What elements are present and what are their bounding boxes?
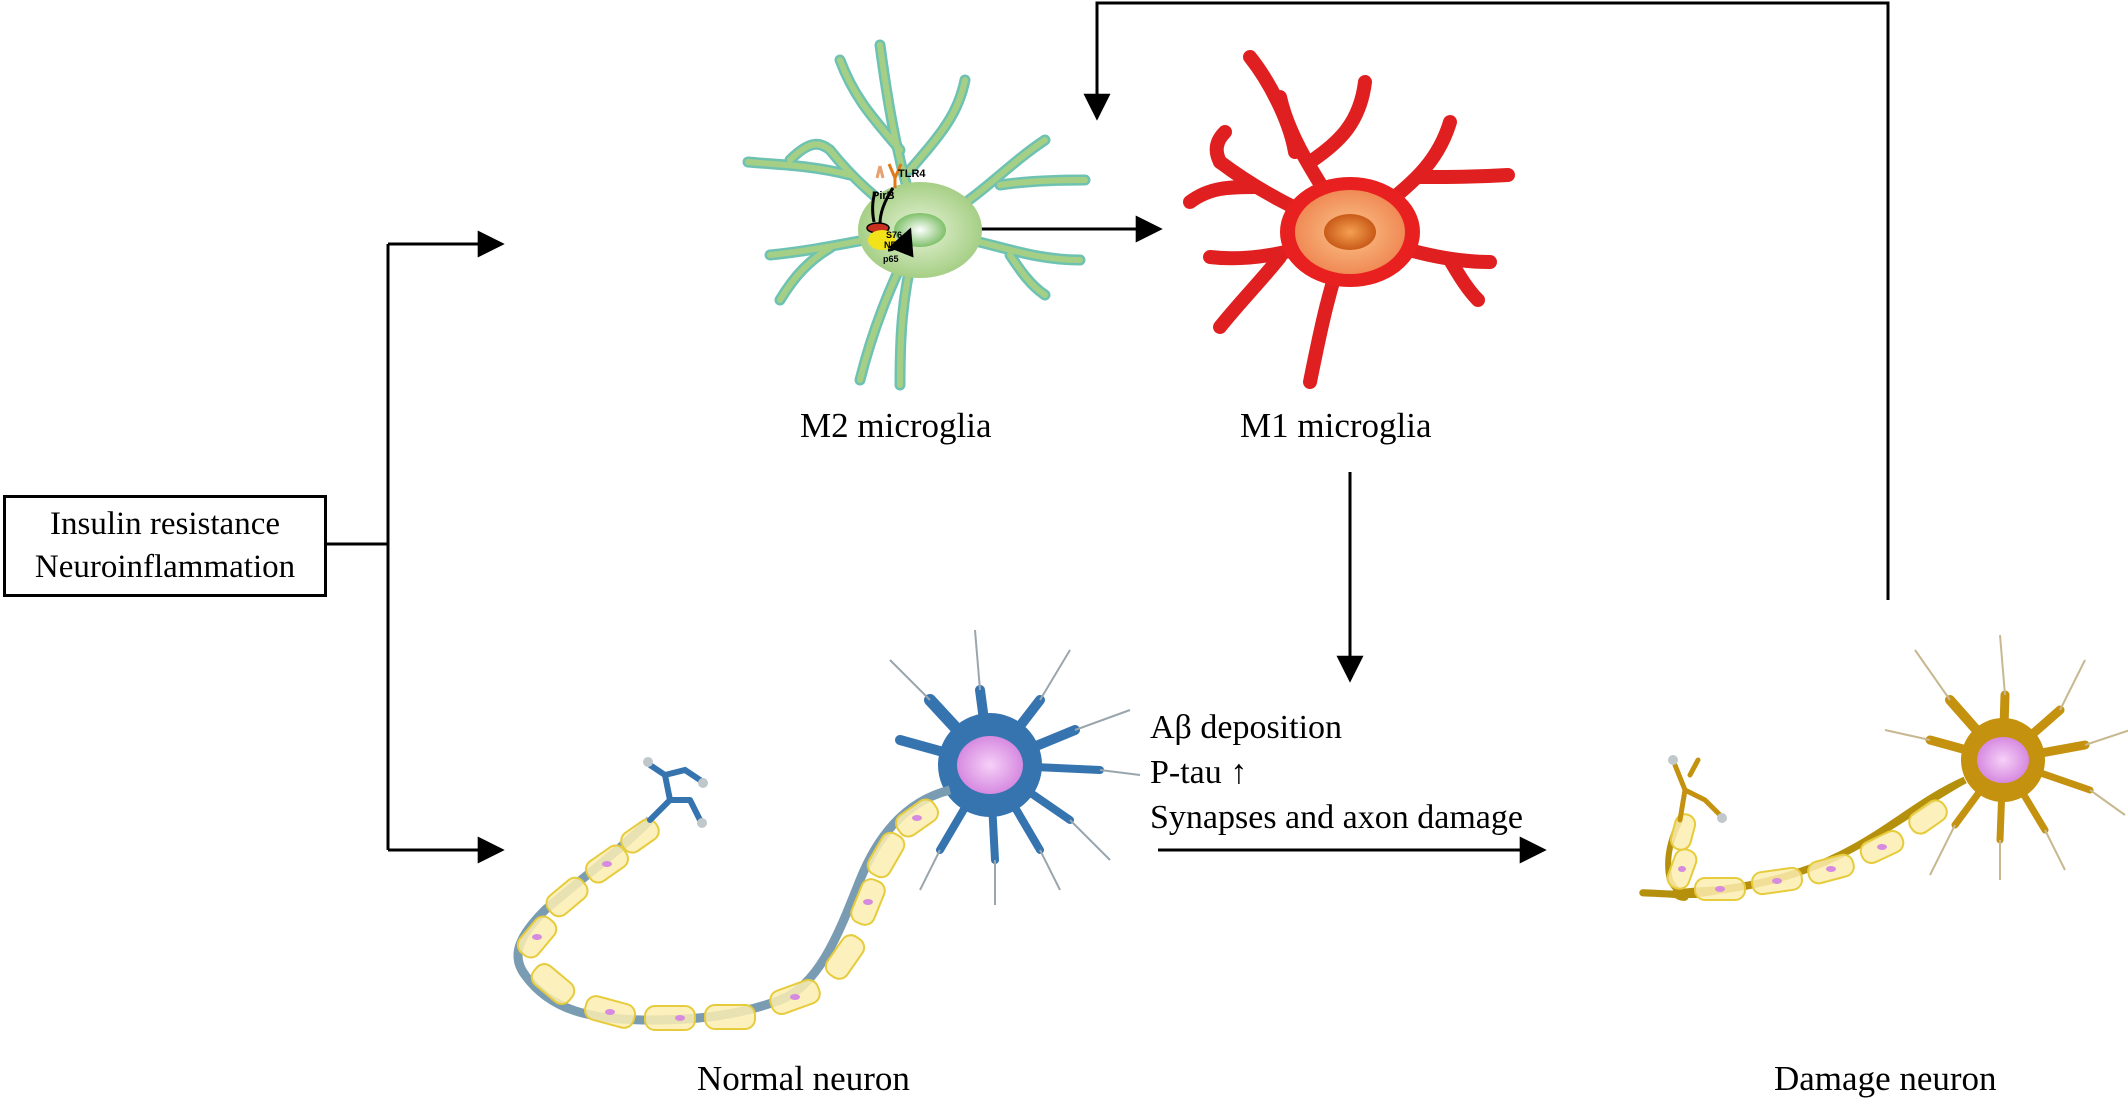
effect-synapse-axon-damage: Synapses and axon damage	[1150, 799, 1523, 836]
damage-neuron-terminal	[1672, 757, 1723, 823]
normal-neuron-nucleus	[957, 736, 1023, 794]
m1-nucleus	[1324, 214, 1376, 250]
effect-ptau: P-tau ↑	[1150, 754, 1248, 791]
normal-neuron-terminal	[647, 762, 703, 823]
normal-neuron-myelin	[516, 798, 939, 1031]
label-s76: S76	[886, 230, 903, 240]
label-p65: p65	[883, 254, 899, 264]
m2-microglia-cell	[742, 39, 1091, 391]
m1-microglia-cell	[1183, 50, 1515, 389]
label-m2-microglia: M2 microglia	[800, 406, 992, 445]
input-line-neuroinflammation: Neuroinflammation	[34, 549, 296, 585]
pathology-effects: Aβ deposition P-tau ↑ Synapses and axon …	[1150, 705, 1523, 840]
normal-neuron	[513, 629, 1141, 1031]
input-factors-box: Insulin resistance Neuroinflammation	[3, 495, 327, 597]
label-m1-microglia: M1 microglia	[1240, 406, 1432, 445]
connector-lines	[327, 1, 1890, 864]
input-line-insulin: Insulin resistance	[49, 506, 281, 543]
label-pirb: PirB	[872, 190, 895, 202]
receptor-glyphs	[866, 163, 914, 258]
pirb-receptor-icon	[875, 165, 885, 179]
feedback-arrow	[1083, 1, 1890, 600]
label-tlr4: TLR4	[898, 168, 926, 180]
label-damage-neuron: Damage neuron	[1774, 1059, 1997, 1098]
label-normal-neuron: Normal neuron	[697, 1059, 910, 1098]
label-nfkb: NFκB	[884, 240, 908, 250]
damage-neuron	[1639, 634, 2128, 901]
damage-neuron-nucleus	[1977, 737, 2029, 783]
tlr4-receptor-icon	[887, 163, 903, 188]
effect-abeta-deposition: Aβ deposition	[1150, 709, 1343, 746]
